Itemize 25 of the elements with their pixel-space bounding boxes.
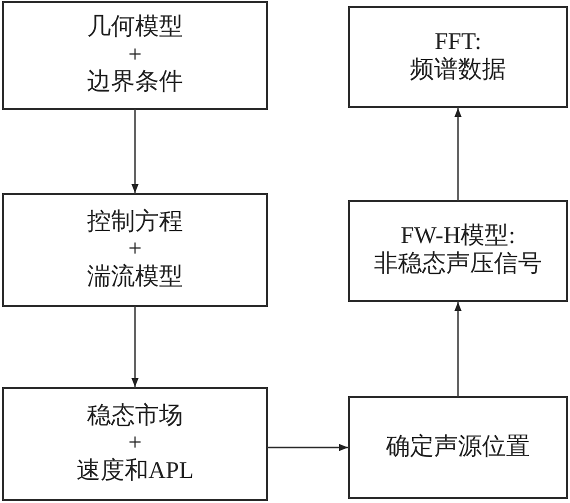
arrow bbox=[454, 108, 462, 200]
box-text: 几何模型 bbox=[87, 14, 183, 42]
process-box bbox=[348, 200, 568, 302]
box-text: 湍流模型 bbox=[87, 264, 183, 292]
box-text: 非稳态声压信号 bbox=[374, 251, 542, 279]
box-text: 频谱数据 bbox=[410, 57, 506, 85]
box-text: + bbox=[128, 236, 142, 264]
box-text: FFT: bbox=[434, 29, 482, 56]
process-box bbox=[2, 387, 268, 501]
box-text: FW-H模型: bbox=[400, 223, 516, 251]
process-box bbox=[2, 193, 268, 307]
box-text: + bbox=[128, 430, 142, 458]
box-text: 速度和APL bbox=[76, 458, 194, 486]
box-text: 确定声源位置 bbox=[386, 434, 530, 462]
process-box bbox=[348, 6, 568, 108]
arrow bbox=[454, 302, 462, 396]
box-text: 控制方程 bbox=[87, 208, 183, 236]
box-text: 边界条件 bbox=[87, 69, 183, 97]
process-box bbox=[348, 396, 568, 499]
arrow bbox=[268, 444, 348, 452]
arrow bbox=[131, 110, 139, 193]
arrow bbox=[131, 307, 139, 387]
box-text: 稳态市场 bbox=[87, 402, 183, 430]
box-text: + bbox=[128, 42, 142, 70]
process-box bbox=[2, 1, 268, 110]
